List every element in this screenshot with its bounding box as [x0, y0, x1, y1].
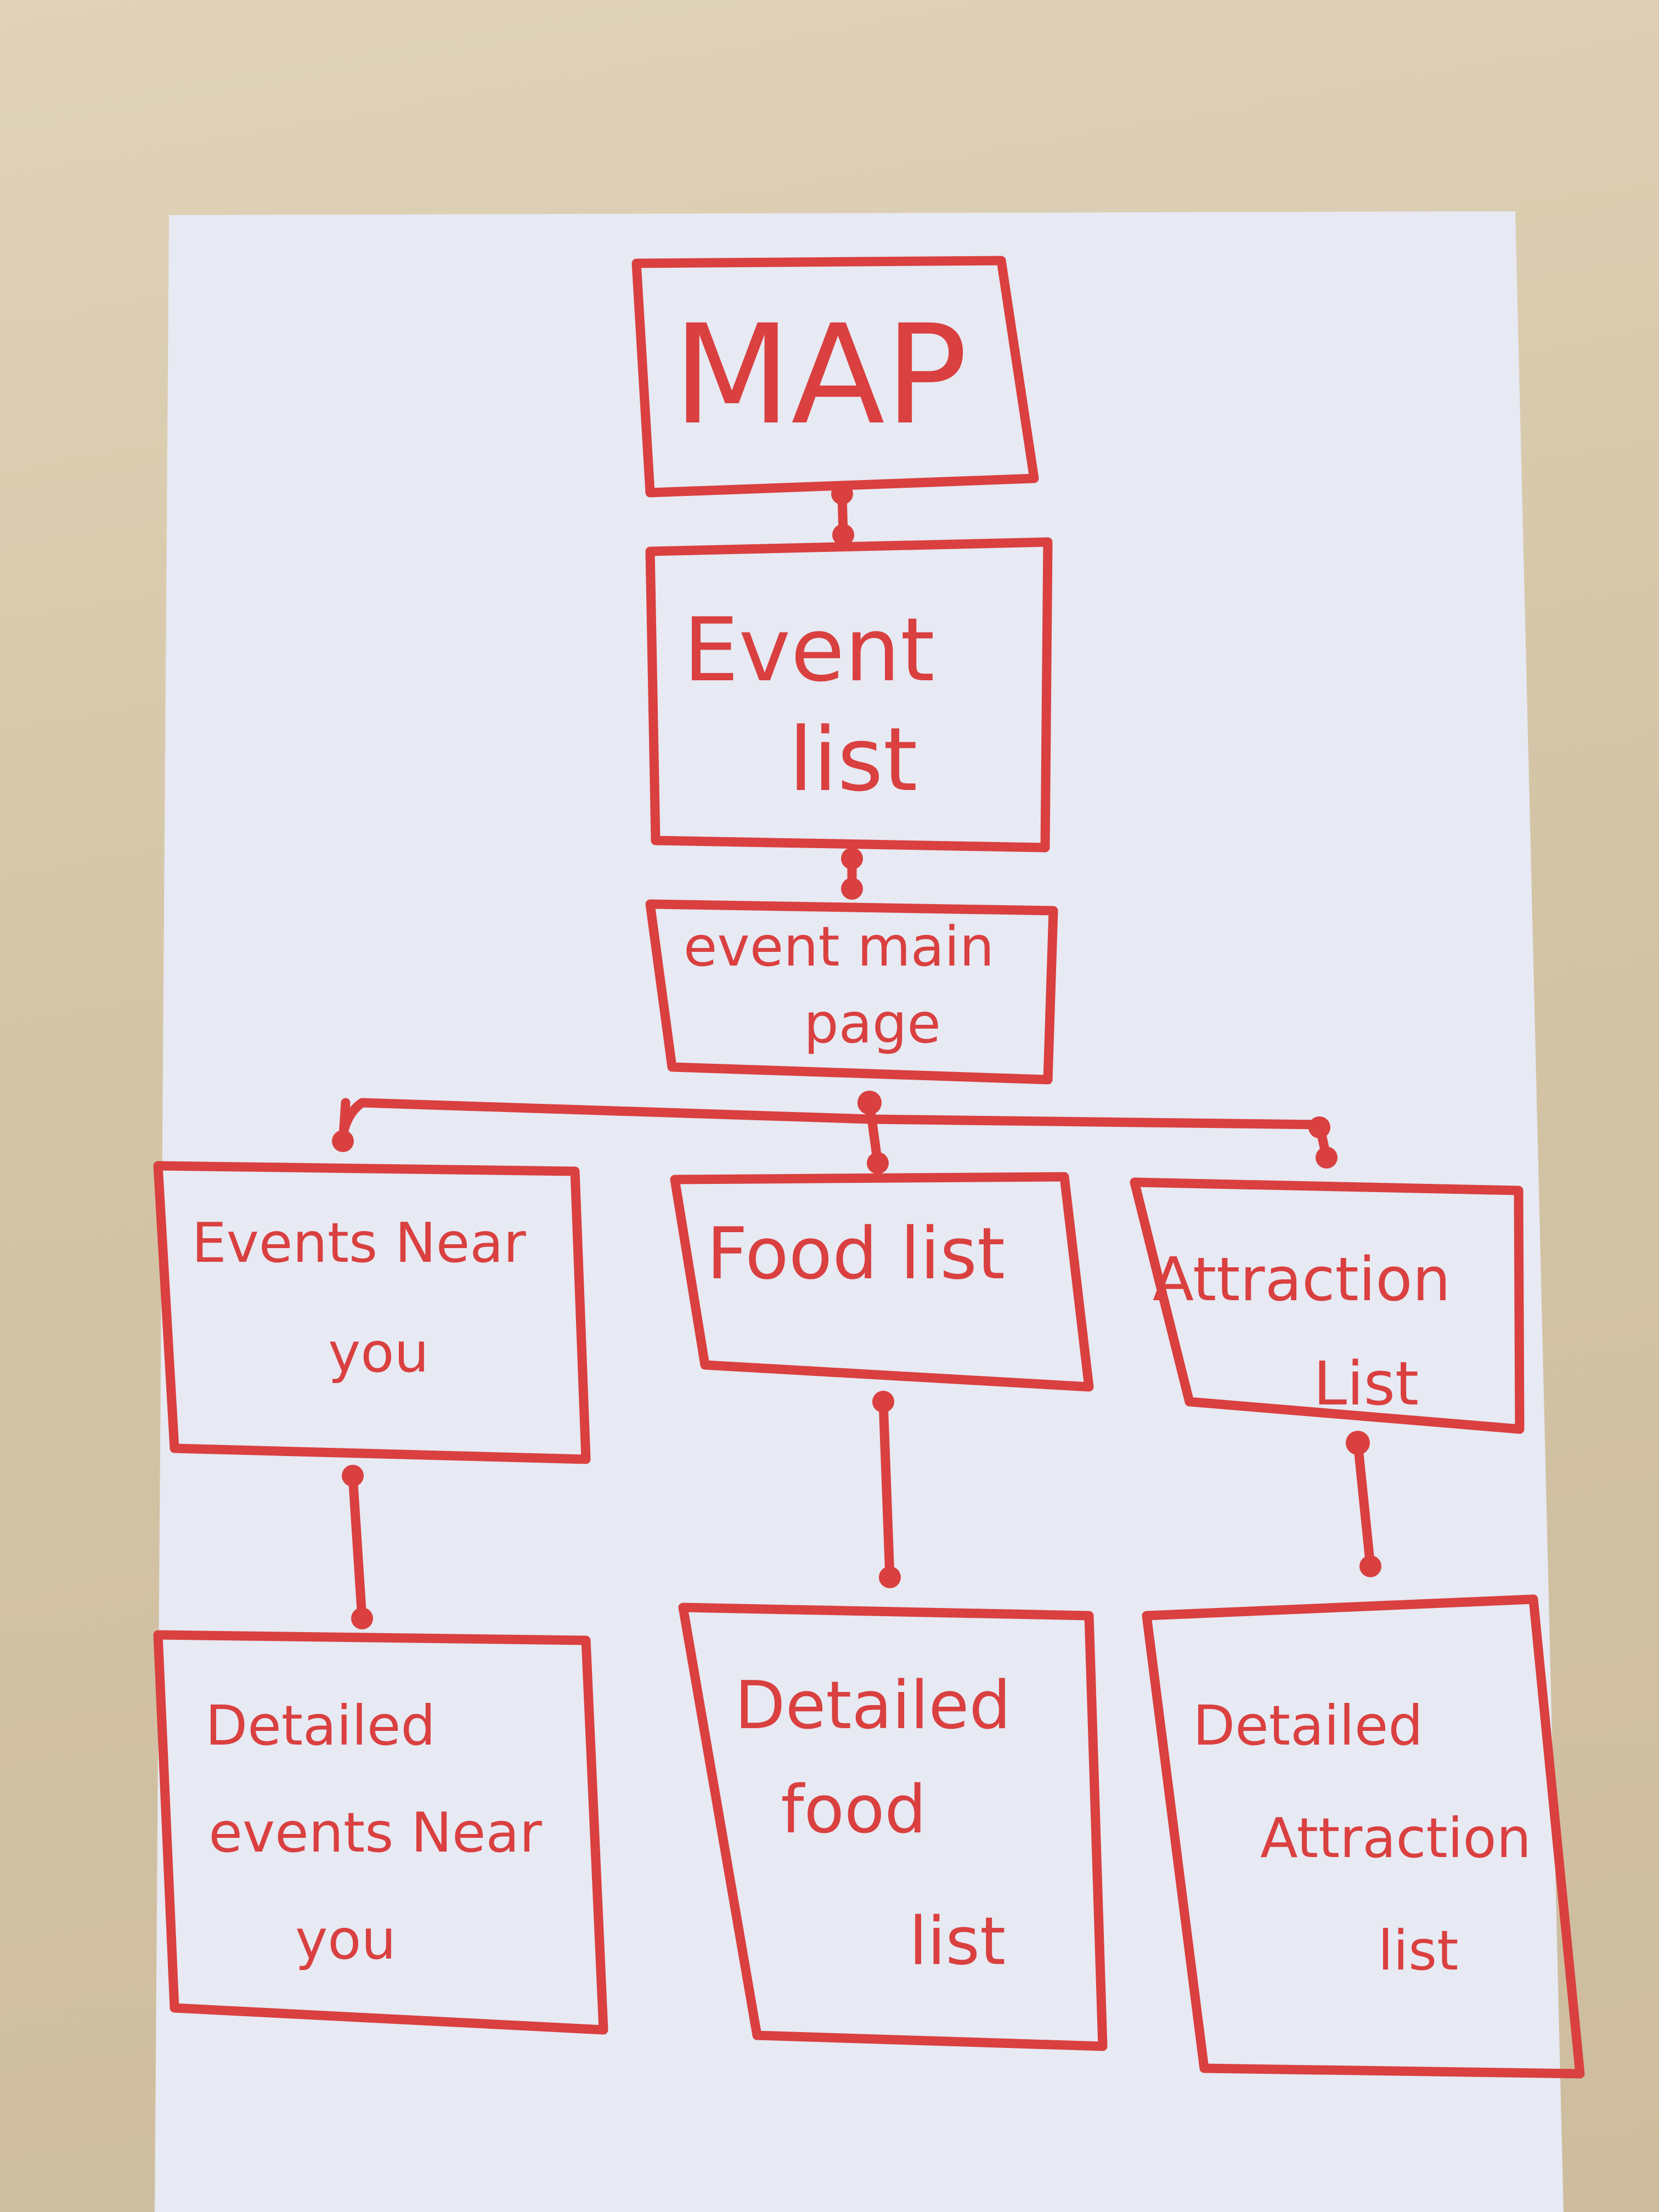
node-detailed-attraction-list-label: Detailed Attraction list [1193, 1694, 1549, 1983]
node-event-main-page-label: event main page [684, 915, 1012, 1056]
paper-sheet [155, 211, 1564, 2212]
connectors [332, 483, 1381, 1629]
connector-dot [857, 1091, 882, 1115]
box-attraction-list [1130, 1177, 1525, 1434]
connector-main-page-branch [337, 1098, 1331, 1168]
connector-dot [1308, 1116, 1330, 1138]
connector-events-near-to-detailed [348, 1471, 367, 1623]
connector-dot [867, 1152, 889, 1174]
connector-dot [351, 1607, 373, 1629]
connector-dot [1316, 1147, 1338, 1169]
box-detailed-events-near-you [153, 1630, 608, 2035]
node-events-near-you-label: Events Near you [192, 1211, 544, 1385]
box-detailed-food-list [678, 1602, 1108, 2051]
connector-dot [1359, 1555, 1381, 1577]
labels: MAP Event list event main page Events Ne… [192, 295, 1549, 1983]
box-event-main-page [645, 899, 1058, 1085]
connector-dot [841, 848, 863, 870]
connector-dot [1346, 1431, 1370, 1455]
box-detailed-attraction-list [1142, 1594, 1585, 2079]
connector-dot [872, 1391, 894, 1413]
node-food-list-label: Food list [707, 1212, 1005, 1295]
boxes [153, 256, 1585, 2079]
box-events-near-you [153, 1161, 591, 1464]
node-map-label: MAP [673, 295, 967, 455]
connector-dot [332, 1130, 354, 1152]
node-detailed-events-near-you-label: Detailed events Near you [205, 1694, 559, 1972]
connector-dot [879, 1566, 901, 1588]
box-event-list [645, 537, 1053, 853]
box-food-list [670, 1172, 1094, 1392]
connector-food-list-to-detailed [878, 1397, 895, 1582]
connector-dot [832, 524, 854, 546]
node-detailed-food-list-label: Detailed food list [735, 1668, 1032, 1980]
node-event-list-label: Event list [683, 599, 962, 811]
box-map [631, 256, 1039, 498]
connector-dot [841, 878, 863, 900]
connector-dot [342, 1465, 364, 1487]
connector-attraction-to-detailed [1353, 1438, 1375, 1571]
node-attraction-list-label: Attraction List [1153, 1244, 1470, 1419]
